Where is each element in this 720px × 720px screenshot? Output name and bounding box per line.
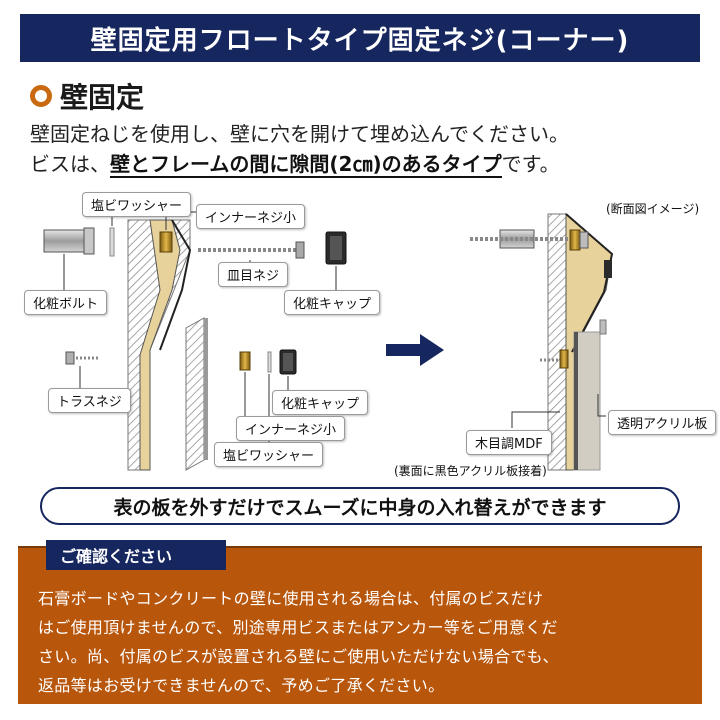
label-back-note: (裏面に黒色アクリル板接着) — [394, 464, 547, 478]
label-inner-screw-top: インナーネジ小 — [196, 204, 306, 229]
label-section-view: (断面図イメージ) — [606, 202, 700, 216]
wood-board-left — [139, 219, 181, 471]
notice-line: さい。尚、付属のビスが設置される壁にご使用いただけない場合でも、 — [38, 647, 559, 666]
highlight-text: 表の板を外すだけでスムーズに中身の入れ替えができます — [113, 496, 607, 519]
label-washer-bottom: 塩ビワッシャー — [214, 442, 324, 467]
circle-bullet-icon — [30, 85, 52, 107]
label-cosmetic-bolt: 化粧ボルト — [24, 290, 108, 315]
assembled-screws-icon — [540, 260, 612, 369]
label-truss-screw: トラスネジ — [48, 388, 131, 413]
truss-screw-icon — [65, 351, 100, 365]
section-view — [470, 212, 614, 471]
label-flat-screw: 皿目ネジ — [218, 262, 289, 287]
description-line-2: ビスは、壁とフレームの間に隙間(2㎝)のあるタイプです。 — [30, 148, 560, 178]
notice-line: 返品等はお受けできませんので、予めご了承ください。 — [38, 676, 445, 695]
notice-line: 石膏ボードやコンクリートの壁に使用される場合は、付属のビスだけ — [38, 589, 544, 608]
inner-screw-small-icon — [239, 351, 251, 371]
label-wood-mdf: 木目調MDF — [466, 430, 552, 455]
description-line-2-post: です。 — [501, 152, 560, 176]
notice-text: 石膏ボードやコンクリートの壁に使用される場合は、付属のビスだけ はご使用頂けませ… — [38, 584, 688, 700]
leader-lines-right — [511, 394, 606, 428]
exploded-view — [43, 211, 347, 471]
label-clear-acrylic: 透明アクリル板 — [608, 410, 717, 435]
diagram-illustration — [43, 211, 614, 471]
notice-tab-label: ご確認ください — [60, 547, 173, 566]
panel-section-lower — [185, 317, 205, 471]
cosmetic-bolt-icon — [43, 227, 95, 255]
label-washer-top: 塩ビワッシャー — [82, 192, 192, 217]
inner-screw-icon — [159, 231, 173, 253]
acrylic-panel — [573, 331, 601, 471]
description-line-1: 壁固定ねじを使用し、壁に穴を開けて埋め込んでください。 — [30, 122, 569, 146]
notice-box: ご確認ください 石膏ボードやコンクリートの壁に使用される場合は、付属のビスだけ … — [18, 540, 702, 704]
label-cosmetic-cap-bottom: 化粧キャップ — [272, 390, 369, 415]
label-cosmetic-cap-top: 化粧キャップ — [284, 290, 381, 315]
washer-icon — [109, 227, 115, 257]
notice-line: はご使用頂けませんので、別途専用ビスまたはアンカー等をご用意くだ — [38, 618, 558, 637]
page-title: 壁固定用フロートタイプ固定ネジ(コーナー) — [90, 25, 630, 56]
description-emphasis: 壁とフレームの間に隙間(2㎝)のあるタイプ — [110, 152, 502, 178]
page-title-bar: 壁固定用フロートタイプ固定ネジ(コーナー) — [20, 14, 700, 62]
flat-screw-icon — [198, 241, 305, 259]
washer-small-icon — [267, 351, 272, 373]
notice-tab: ご確認ください — [46, 540, 226, 570]
cosmetic-cap-icon — [325, 231, 347, 265]
arrow-right-icon — [386, 334, 444, 366]
assembled-bolt-icon — [470, 229, 589, 251]
description-line-2-pre: ビスは、 — [30, 152, 110, 176]
highlight-banner: 表の板を外すだけでスムーズに中身の入れ替えができます — [40, 487, 680, 525]
section-heading: 壁固定 — [30, 76, 144, 116]
acrylic-edge — [574, 332, 578, 470]
section-title: 壁固定 — [60, 81, 145, 114]
board-edge-left — [159, 219, 192, 351]
label-inner-screw-bottom: インナーネジ小 — [236, 416, 346, 441]
installation-diagram: 塩ビワッシャー インナーネジ小 化粧ボルト 皿目ネジ 化粧キャップ トラスネジ … — [0, 180, 720, 490]
panel-edge-lower — [204, 318, 208, 460]
cosmetic-cap-small-icon — [279, 349, 297, 375]
